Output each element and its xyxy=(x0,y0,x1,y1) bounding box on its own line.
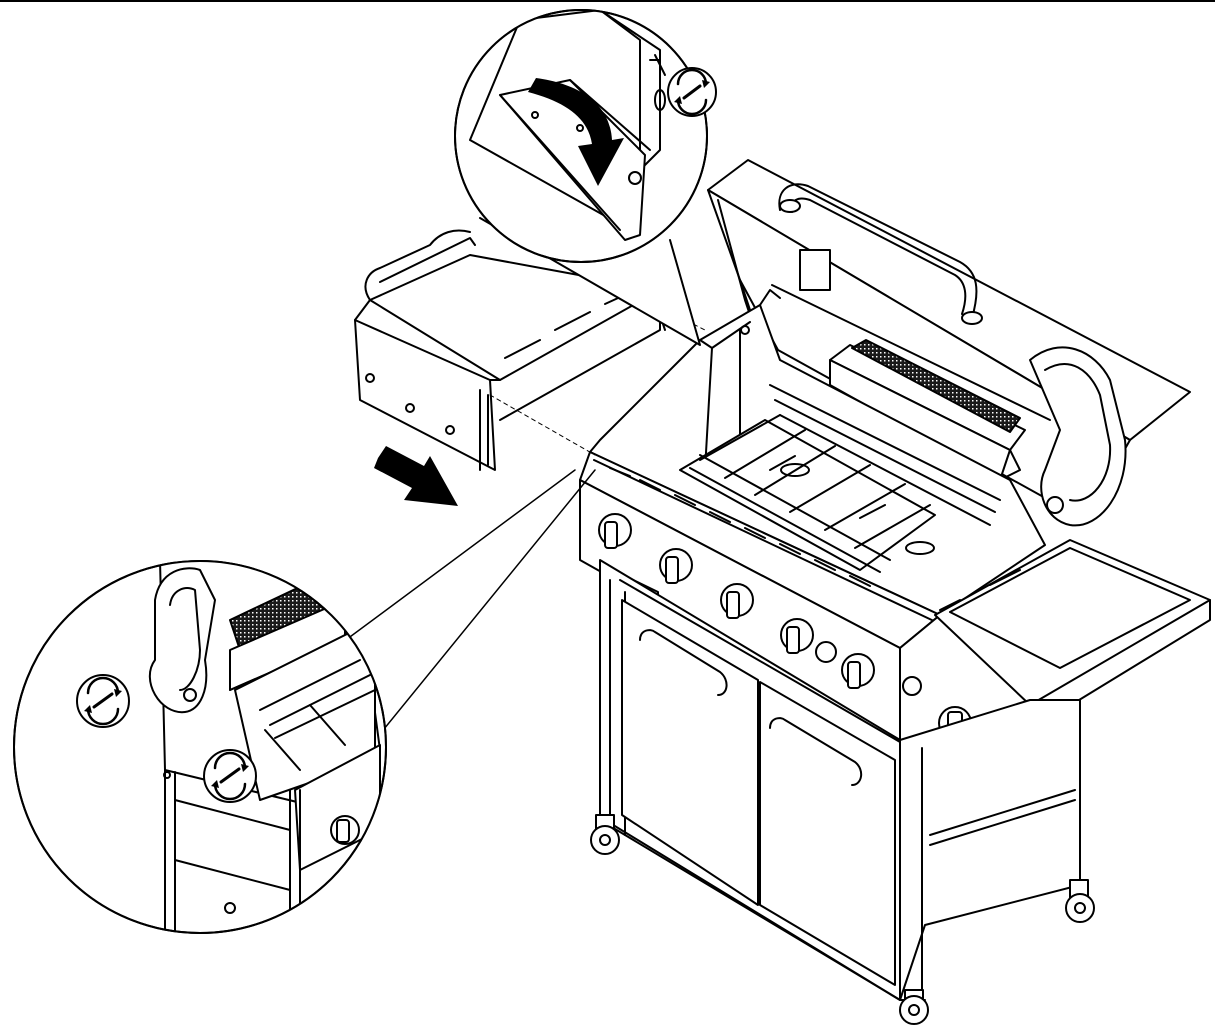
ignition-button xyxy=(815,641,837,663)
top-rule xyxy=(0,0,1215,2)
arrow-icon xyxy=(374,446,458,506)
firebox xyxy=(589,289,1046,616)
screwdriver-rotate-icon xyxy=(203,749,257,803)
screwdriver-rotate-icon xyxy=(76,674,130,728)
heat-shield-mesh xyxy=(829,339,1026,481)
control-panel: barbecook xyxy=(579,451,1031,761)
cabinet xyxy=(599,559,1081,1001)
grill-main: barbecook xyxy=(579,159,1211,1025)
side-burner-shelf xyxy=(934,539,1211,731)
alignment-guides xyxy=(489,309,706,456)
detail-callout-top xyxy=(454,9,717,346)
castor-front-right xyxy=(899,989,929,1025)
castor-rear-right xyxy=(1065,879,1095,923)
arrow-icon xyxy=(528,78,624,186)
control-knob-2 xyxy=(659,548,693,584)
detail-callout-bottom xyxy=(13,469,596,934)
castor-front-left xyxy=(590,814,620,855)
control-knob-5 xyxy=(841,653,875,689)
control-knob-1 xyxy=(598,513,632,549)
control-knob-3 xyxy=(720,583,754,619)
screwdriver-rotate-icon xyxy=(667,67,717,117)
control-knob-4 xyxy=(780,618,814,654)
